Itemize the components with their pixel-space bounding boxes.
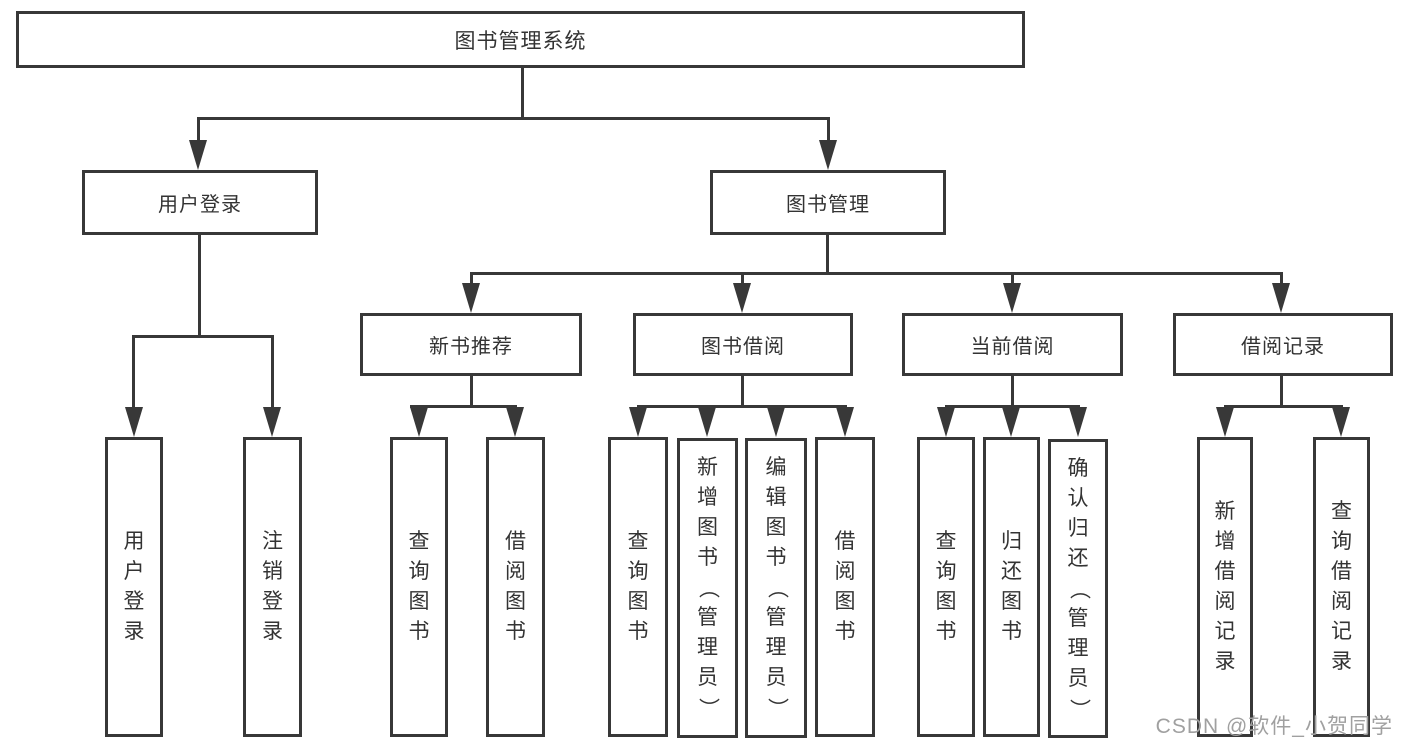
connector-line xyxy=(826,235,829,275)
arrow-down-icon xyxy=(1003,283,1021,313)
leaf-query-books-borrowing: 查询图书 xyxy=(608,437,668,737)
connector-line xyxy=(132,335,135,410)
leaf-query-books-current: 查询图书 xyxy=(917,437,975,737)
node-label: 图书借阅 xyxy=(701,336,785,358)
connector-line xyxy=(132,335,274,338)
arrow-down-icon xyxy=(698,407,716,437)
csdn-watermark: CSDN @软件_小贺同学 xyxy=(1155,715,1393,738)
connector-line xyxy=(637,405,847,408)
arrow-down-icon xyxy=(506,407,524,437)
node-label: 用户登录 xyxy=(123,530,145,643)
connector-line xyxy=(271,335,274,410)
node-label: 查询借阅记录 xyxy=(1331,500,1352,673)
node-book-borrowing: 图书借阅 xyxy=(633,313,853,376)
connector-line xyxy=(198,235,201,337)
node-label: 新增借阅记录 xyxy=(1214,500,1236,673)
arrow-down-icon xyxy=(410,407,428,437)
connector-line xyxy=(470,272,473,287)
arrow-down-icon xyxy=(733,283,751,313)
connector-line xyxy=(741,376,744,408)
connector-line xyxy=(1280,376,1283,408)
node-label: 借阅图书 xyxy=(505,530,526,643)
arrow-down-icon xyxy=(462,283,480,313)
node-library-management-system: 图书管理系统 xyxy=(16,11,1025,68)
arrow-down-icon xyxy=(1069,407,1087,437)
leaf-query-books-recommend: 查询图书 xyxy=(390,437,448,737)
node-label: 图书管理 xyxy=(786,194,870,216)
connector-line xyxy=(410,405,517,408)
node-label: 新增图书（管理员） xyxy=(696,456,720,719)
leaf-logout: 注销登录 xyxy=(243,437,302,737)
connector-line xyxy=(1011,272,1014,287)
connector-line xyxy=(197,117,200,144)
connector-line xyxy=(741,272,744,287)
connector-line xyxy=(1011,376,1014,408)
leaf-confirm-return-admin: 确认归还（管理员） xyxy=(1048,439,1108,738)
arrow-down-icon xyxy=(767,407,785,437)
leaf-borrow-books-recommend: 借阅图书 xyxy=(486,437,545,737)
node-label: 确认归还（管理员） xyxy=(1067,456,1090,720)
arrow-down-icon xyxy=(263,407,281,437)
arrow-down-icon xyxy=(1332,407,1350,437)
node-label: 图书管理系统 xyxy=(454,29,587,53)
arrow-down-icon xyxy=(125,407,143,437)
node-label: 借阅记录 xyxy=(1241,336,1325,358)
connector-line xyxy=(470,376,473,408)
node-user-login: 用户登录 xyxy=(82,170,318,235)
leaf-add-books-admin: 新增图书（管理员） xyxy=(677,438,738,738)
arrow-down-icon xyxy=(1002,407,1020,437)
arrow-down-icon xyxy=(819,140,837,170)
connector-line xyxy=(470,272,1283,275)
arrow-down-icon xyxy=(1272,283,1290,313)
node-label: 查询图书 xyxy=(935,530,957,643)
node-label: 查询图书 xyxy=(627,530,649,643)
arrow-down-icon xyxy=(1216,407,1234,437)
connector-line xyxy=(521,67,524,119)
node-label: 注销登录 xyxy=(262,530,283,643)
leaf-user-login: 用户登录 xyxy=(105,437,163,737)
node-label: 新书推荐 xyxy=(429,336,513,358)
arrow-down-icon xyxy=(836,407,854,437)
node-new-book-recommendation: 新书推荐 xyxy=(360,313,582,376)
connector-line xyxy=(197,117,830,120)
leaf-query-borrow-record: 查询借阅记录 xyxy=(1313,437,1370,737)
node-label: 用户登录 xyxy=(158,194,242,216)
connector-line xyxy=(827,117,830,144)
node-borrowing-records: 借阅记录 xyxy=(1173,313,1393,376)
node-book-management: 图书管理 xyxy=(710,170,946,235)
connector-line xyxy=(945,405,1080,408)
leaf-edit-books-admin: 编辑图书（管理员） xyxy=(745,438,807,738)
arrow-down-icon xyxy=(629,407,647,437)
arrow-down-icon xyxy=(937,407,955,437)
connector-line xyxy=(1224,405,1343,408)
connector-line xyxy=(1280,272,1283,287)
leaf-return-books: 归还图书 xyxy=(983,437,1040,737)
node-label: 借阅图书 xyxy=(834,530,856,643)
node-label: 查询图书 xyxy=(408,530,430,643)
node-label: 归还图书 xyxy=(1001,530,1022,643)
leaf-add-borrow-record: 新增借阅记录 xyxy=(1197,437,1253,737)
node-current-borrowing: 当前借阅 xyxy=(902,313,1123,376)
leaf-borrow-books-borrowing: 借阅图书 xyxy=(815,437,875,737)
node-label: 当前借阅 xyxy=(970,336,1055,358)
arrow-down-icon xyxy=(189,140,207,170)
node-label: 编辑图书（管理员） xyxy=(765,456,788,719)
